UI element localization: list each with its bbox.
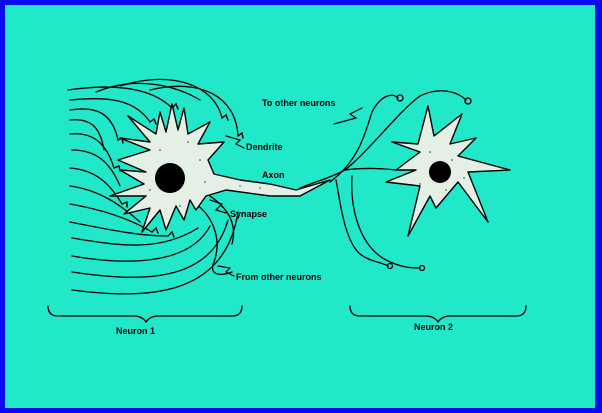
fiber-line bbox=[70, 134, 114, 168]
axon-line bbox=[352, 176, 420, 268]
label-dendrite: Dendrite bbox=[246, 142, 283, 152]
synapse-terminal bbox=[122, 202, 127, 207]
synapse-terminal bbox=[150, 119, 156, 124]
neuron-1-nucleus bbox=[155, 163, 185, 193]
neuron-1-cell-body bbox=[110, 104, 330, 232]
fiber-line bbox=[72, 226, 210, 261]
label-synapse: Synapse bbox=[230, 209, 267, 219]
fiber-line bbox=[72, 228, 198, 245]
axon-line bbox=[336, 180, 388, 266]
fiber-line bbox=[70, 99, 150, 122]
label-neuron-1: Neuron 1 bbox=[116, 326, 155, 336]
fiber-line bbox=[68, 87, 172, 108]
leader-dendrite bbox=[226, 136, 244, 148]
synapse-terminal bbox=[114, 166, 120, 171]
axon-line bbox=[300, 170, 345, 188]
axon-line bbox=[345, 169, 396, 171]
neuron-2-brace bbox=[350, 306, 526, 322]
axon-terminal bbox=[465, 98, 471, 104]
neuron-2-nucleus bbox=[429, 161, 451, 183]
synapse-terminal bbox=[168, 232, 174, 237]
synapse-terminal bbox=[152, 228, 158, 233]
synapse-terminal bbox=[222, 115, 228, 120]
label-neuron-2: Neuron 2 bbox=[414, 322, 453, 332]
label-to-other-neurons: To other neurons bbox=[262, 98, 335, 108]
leader-to-other-neurons bbox=[334, 108, 362, 124]
neuron-1-brace bbox=[48, 306, 242, 322]
fiber-line bbox=[72, 150, 120, 186]
fiber-line bbox=[72, 220, 228, 277]
synapse-terminal bbox=[238, 133, 243, 138]
label-from-other-neurons: From other neurons bbox=[236, 272, 322, 282]
fiber-line bbox=[70, 109, 118, 140]
label-axon: Axon bbox=[262, 170, 285, 180]
fiber-line bbox=[70, 222, 168, 236]
